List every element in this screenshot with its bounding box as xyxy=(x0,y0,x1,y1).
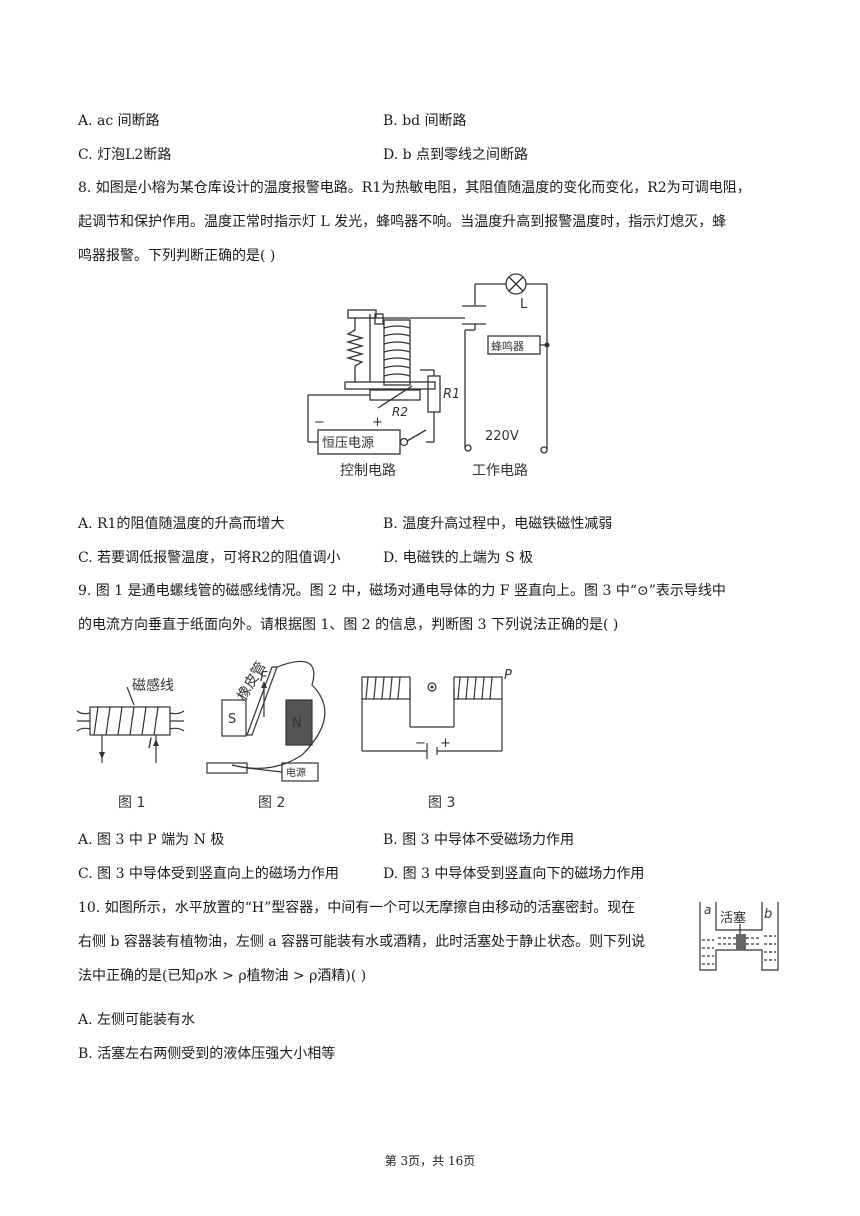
q7-option-c: C. 灯泡L2断路 xyxy=(78,147,172,163)
q8-fig-r1-label: R1 xyxy=(443,387,460,402)
q10-stem-line1: 10. 如图所示，水平放置的“H”型容器，中间有一个可以无摩擦自由移动的活塞密封… xyxy=(78,900,636,916)
q9-fig1-current-label: I xyxy=(148,736,152,752)
q8-option-a: A. R1的阻值随温度的升高而增大 xyxy=(78,516,285,532)
q9-option-a: A. 图 3 中 P 端为 N 极 xyxy=(78,832,225,848)
q10-h-container-figure: a 活塞 b xyxy=(699,902,779,971)
q7-option-b: B. bd 间断路 xyxy=(383,113,467,129)
q10-option-b: B. 活塞左右两侧受到的液体压强大小相等 xyxy=(78,1046,336,1062)
q10-stem-line2: 右侧 b 容器装有植物油，左侧 a 容器可能装有水或酒精，此时活塞处于静止状态。… xyxy=(78,934,646,950)
q7-option-a: A. ac 间断路 xyxy=(78,113,160,129)
q9-stem-line2: 的电流方向垂直于纸面向外。请根据图 1、图 2 的信息，判断图 3 下列说法正确… xyxy=(78,617,619,633)
q8-fig-minus: − xyxy=(314,415,325,430)
q8-stem-line1: 8. 如图是小榕为某仓库设计的温度报警电路。R1为热敏电阻，其阻值随温度的变化而… xyxy=(78,180,751,196)
q8-alarm-circuit-figure: L 蜂鸣器 R1 R2 恒压电源 − + 220V 控制电路 工作电路 xyxy=(307,273,550,479)
q9-fig1-field-line-label: 磁感线 xyxy=(132,677,174,694)
q10-option-a: A. 左侧可能装有水 xyxy=(78,1012,196,1028)
q8-fig-work-circuit-label: 工作电路 xyxy=(472,463,528,479)
q10-fig-piston-label: 活塞 xyxy=(720,910,746,926)
q9-fig2-north-pole: N xyxy=(292,716,302,731)
q9-fig2-power-label: 电源 xyxy=(286,766,306,779)
q8-fig-control-circuit-label: 控制电路 xyxy=(340,463,396,479)
q9-stem-line1: 9. 图 1 是通电螺线管的磁感线情况。图 2 中，磁场对通电导体的力 F 竖直… xyxy=(78,583,726,599)
q8-fig-lamp-label: L xyxy=(520,297,528,312)
q9-option-d: D. 图 3 中导体受到竖直向下的磁场力作用 xyxy=(383,866,645,882)
q9-fig1-caption: 图 1 xyxy=(118,795,145,811)
q9-fig3-caption: 图 3 xyxy=(428,795,455,811)
q9-fig3-plus: + xyxy=(440,736,451,751)
q9-fig2-force-label: F xyxy=(260,670,268,685)
q9-option-c: C. 图 3 中导体受到竖直向上的磁场力作用 xyxy=(78,866,339,882)
q8-fig-buzzer-label: 蜂鸣器 xyxy=(491,339,524,353)
q10-stem-line3: 法中正确的是(已知ρ水 > ρ植物油 > ρ酒精)( ) xyxy=(78,968,367,984)
q9-fig2-caption: 图 2 xyxy=(258,795,285,811)
q9-fig2-south-pole: S xyxy=(228,712,236,727)
q8-option-d: D. 电磁铁的上端为 S 极 xyxy=(383,550,534,566)
q10-fig-b-label: b xyxy=(764,907,772,922)
q9-magnetism-figures: 磁感线 I 橡皮管 F S N 电源 P − + 图 1 图 2 图 3 xyxy=(76,659,512,811)
q8-stem-line2: 起调节和保护作用。温度正常时指示灯 L 发光，蜂鸣器不响。当温度升高到报警温度时… xyxy=(78,214,727,230)
q9-fig3-minus: − xyxy=(415,736,426,751)
q8-option-b: B. 温度升高过程中，电磁铁磁性减弱 xyxy=(383,516,613,532)
q8-fig-voltage-label: 220V xyxy=(485,429,519,444)
q8-fig-plus: + xyxy=(372,415,383,430)
q9-option-b: B. 图 3 中导体不受磁场力作用 xyxy=(383,832,574,848)
q9-fig3-p-label: P xyxy=(504,668,512,683)
page-footer: 第 3页，共 16页 xyxy=(384,1154,476,1168)
q8-fig-power-label: 恒压电源 xyxy=(322,436,374,451)
q10-fig-a-label: a xyxy=(704,903,711,917)
q8-stem-line3: 鸣器报警。下列判断正确的是( ) xyxy=(78,248,276,264)
q8-option-c: C. 若要调低报警温度，可将R2的阻值调小 xyxy=(78,550,341,566)
q8-fig-r2-label: R2 xyxy=(392,405,408,419)
q7-option-d: D. b 点到零线之间断路 xyxy=(383,147,529,163)
